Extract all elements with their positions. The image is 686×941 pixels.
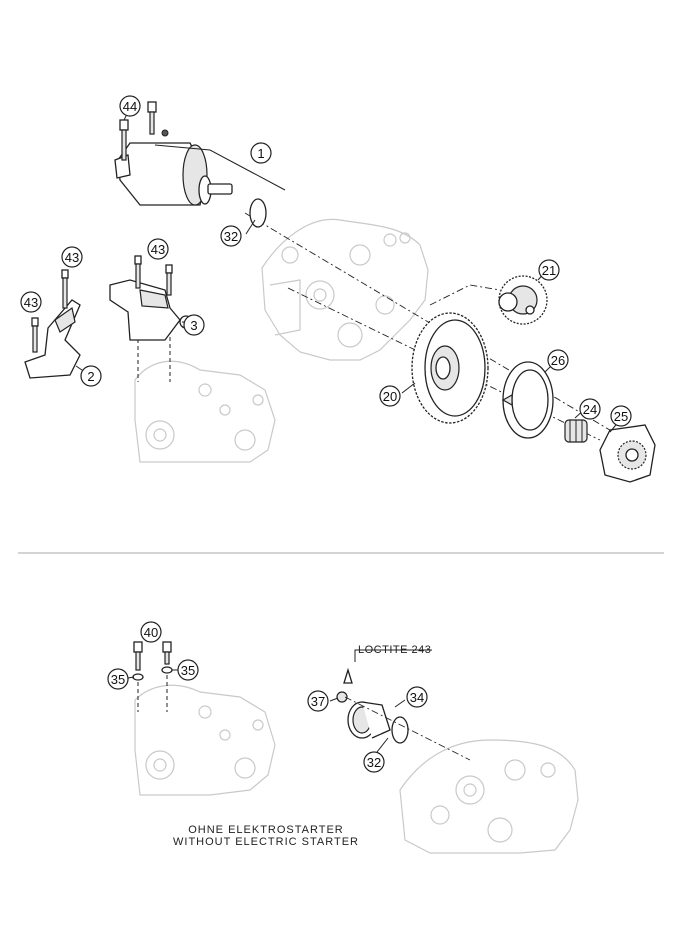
upper-assembly [24, 101, 656, 483]
callout-number: 37 [311, 694, 325, 709]
callout-lower-34: 34 [406, 686, 428, 708]
callout-circle [61, 246, 83, 268]
lower-assembly [127, 641, 579, 854]
callout-circle [183, 314, 205, 336]
callout-circle [610, 405, 632, 427]
callout-upper-25: 25 [610, 405, 632, 427]
callout-circle [250, 142, 272, 164]
bolt-40a [132, 641, 144, 681]
callout-circle [177, 659, 199, 681]
o-ring-upper [249, 198, 267, 228]
callout-lower-32: 32 [363, 751, 385, 773]
bracket-2 [24, 269, 81, 379]
crankcase-outline-upper-right [261, 218, 429, 361]
loctite-note: LOCTITE 243 [358, 644, 431, 656]
starter-motor [114, 129, 286, 206]
bolt-44b [147, 101, 157, 135]
crankcase-outline-lower-left [134, 684, 276, 796]
callout-upper-21: 21 [538, 259, 560, 281]
callout-upper-24: 24 [579, 398, 601, 420]
callout-number: 21 [542, 263, 556, 278]
callout-circle [119, 95, 141, 117]
callout-number: 43 [151, 242, 165, 257]
callout-number: 32 [224, 229, 238, 244]
caption-line-german: OHNE ELEKTROSTARTER [188, 824, 344, 836]
cover-34 [347, 701, 409, 744]
callout-number: 34 [410, 690, 424, 705]
callout-number: 1 [257, 146, 264, 161]
callout-upper-2: 2 [80, 365, 102, 387]
starter-clutch-25 [599, 424, 656, 483]
callout-circle [80, 365, 102, 387]
callout-number: 20 [383, 389, 397, 404]
bolt-40b [161, 641, 173, 674]
screw-37 [336, 667, 353, 703]
callout-upper-32: 32 [220, 225, 242, 247]
callout-circle [538, 259, 560, 281]
callout-circle [579, 398, 601, 420]
callout-upper-43: 43 [20, 291, 42, 313]
callout-number: 25 [614, 409, 628, 424]
callout-lower-35: 35 [107, 668, 129, 690]
callout-circle [406, 686, 428, 708]
callout-circle [140, 621, 162, 643]
callout-lower-37: 37 [307, 690, 329, 712]
callout-number: 26 [551, 353, 565, 368]
crankcase-outline-upper-left [134, 360, 276, 463]
callout-upper-44: 44 [119, 95, 141, 117]
callout-circle [147, 238, 169, 260]
intermediate-gear-21 [498, 275, 548, 325]
callout-circle [307, 690, 329, 712]
callout-circle [363, 751, 385, 773]
callout-upper-1: 1 [250, 142, 272, 164]
callout-circle [547, 349, 569, 371]
callout-lower-35: 35 [177, 659, 199, 681]
callout-number: 35 [181, 663, 195, 678]
callout-circle [379, 385, 401, 407]
callout-circle [20, 291, 42, 313]
callout-number: 43 [65, 250, 79, 265]
callout-number: 35 [111, 672, 125, 687]
callout-upper-26: 26 [547, 349, 569, 371]
needle-bearing-24 [564, 419, 588, 443]
callout-upper-3: 3 [183, 314, 205, 336]
callout-number: 44 [123, 99, 137, 114]
callout-upper-43: 43 [61, 246, 83, 268]
callout-number: 3 [190, 318, 197, 333]
without-electric-starter-caption: OHNE ELEKTROSTARTER WITHOUT ELECTRIC STA… [146, 824, 386, 848]
callout-number: 40 [144, 625, 158, 640]
callout-circle [220, 225, 242, 247]
callout-lower-40: 40 [140, 621, 162, 643]
crankcase-outline-lower-right [399, 739, 579, 854]
callout-circle [107, 668, 129, 690]
callout-upper-20: 20 [379, 385, 401, 407]
freewheel-ring-26 [501, 361, 554, 439]
callout-number: 43 [24, 295, 38, 310]
bracket-3 [109, 255, 193, 341]
callout-number: 32 [367, 755, 381, 770]
callout-number: 24 [583, 402, 597, 417]
callout-number: 2 [87, 369, 94, 384]
callout-upper-43: 43 [147, 238, 169, 260]
starter-gear-20 [411, 312, 489, 424]
caption-line-english: WITHOUT ELECTRIC STARTER [173, 836, 359, 848]
